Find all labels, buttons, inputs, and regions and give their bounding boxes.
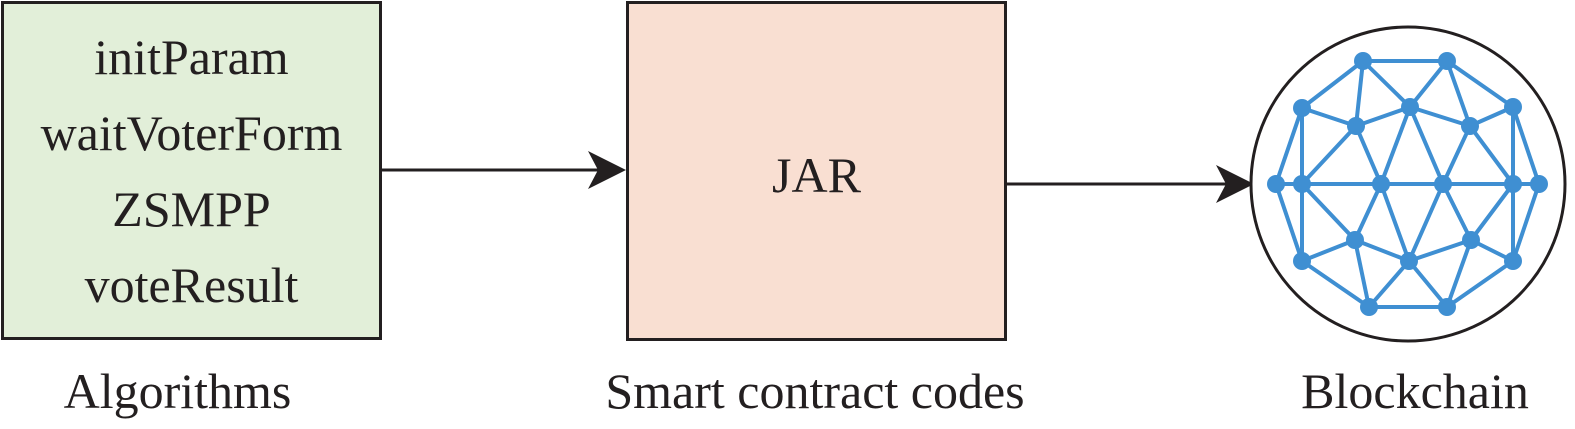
network-edge [1407,259,1449,309]
algorithm-item: voteResult [84,256,299,313]
network-edge [1445,238,1473,309]
arrow-contract-to-blockchain [1007,165,1254,203]
network-edge [1379,182,1411,263]
network-node [1372,175,1390,193]
network-edge [1441,182,1473,242]
network-edge [1354,59,1365,128]
network-edge [1353,182,1383,242]
network-edge [1511,182,1541,263]
network-edge [1408,105,1472,128]
algorithms-box: initParam waitVoterForm ZSMPP voteResult [1,1,382,340]
network-node [1438,298,1456,316]
blockchain-caption: Blockchain [1301,363,1529,419]
network-node [1354,52,1372,70]
smart-contract-caption: Smart contract codes [605,363,1025,419]
network-node [1438,52,1456,70]
network-edge [1408,59,1449,109]
network-edge [1367,259,1411,309]
network-edge [1300,106,1358,128]
network-edge [1274,182,1304,263]
network-edge [1379,105,1412,186]
blockchain-network-icon [1249,25,1567,343]
network-node [1293,175,1311,193]
network-node [1530,175,1548,193]
network-edge [1300,259,1371,309]
network-node [1401,98,1419,116]
network-node [1347,117,1365,135]
network-node [1462,231,1480,249]
network-edge [1300,182,1357,242]
network-edge [1445,59,1515,109]
network-node [1504,98,1522,116]
smart-contract-box: JAR [626,1,1007,341]
network-edge [1354,105,1412,128]
network-edge [1274,106,1304,186]
network-node [1400,252,1418,270]
network-node [1293,252,1311,270]
network-edge [1300,124,1358,186]
network-node [1293,99,1311,117]
algorithm-item: initParam [94,28,289,85]
network-edge [1511,105,1541,186]
network-edge [1441,124,1472,186]
algorithm-item: ZSMPP [112,180,271,237]
jar-label: JAR [772,147,861,203]
network-node [1461,117,1479,135]
arrow-algorithms-to-contract [382,151,626,189]
network-edge [1300,238,1357,263]
network-edge [1408,105,1445,186]
network-node [1360,298,1378,316]
network-edge [1407,182,1445,263]
algorithms-caption: Algorithms [63,363,292,419]
network-edge [1354,124,1383,186]
network-edge [1353,238,1411,263]
network-node [1504,175,1522,193]
network-edge [1407,238,1473,263]
network-edge [1300,59,1365,110]
arrowhead [1216,165,1254,203]
network-edge [1445,59,1472,128]
network-edge [1469,182,1515,242]
arrowhead [588,151,626,189]
network-edge [1353,238,1371,309]
algorithm-item: waitVoterForm [40,104,343,161]
network-node [1434,175,1452,193]
network-edge [1468,124,1515,186]
network-node [1346,231,1364,249]
network-node [1267,175,1285,193]
network-edge [1445,259,1515,309]
network-node [1504,252,1522,270]
network-edge [1361,59,1412,109]
